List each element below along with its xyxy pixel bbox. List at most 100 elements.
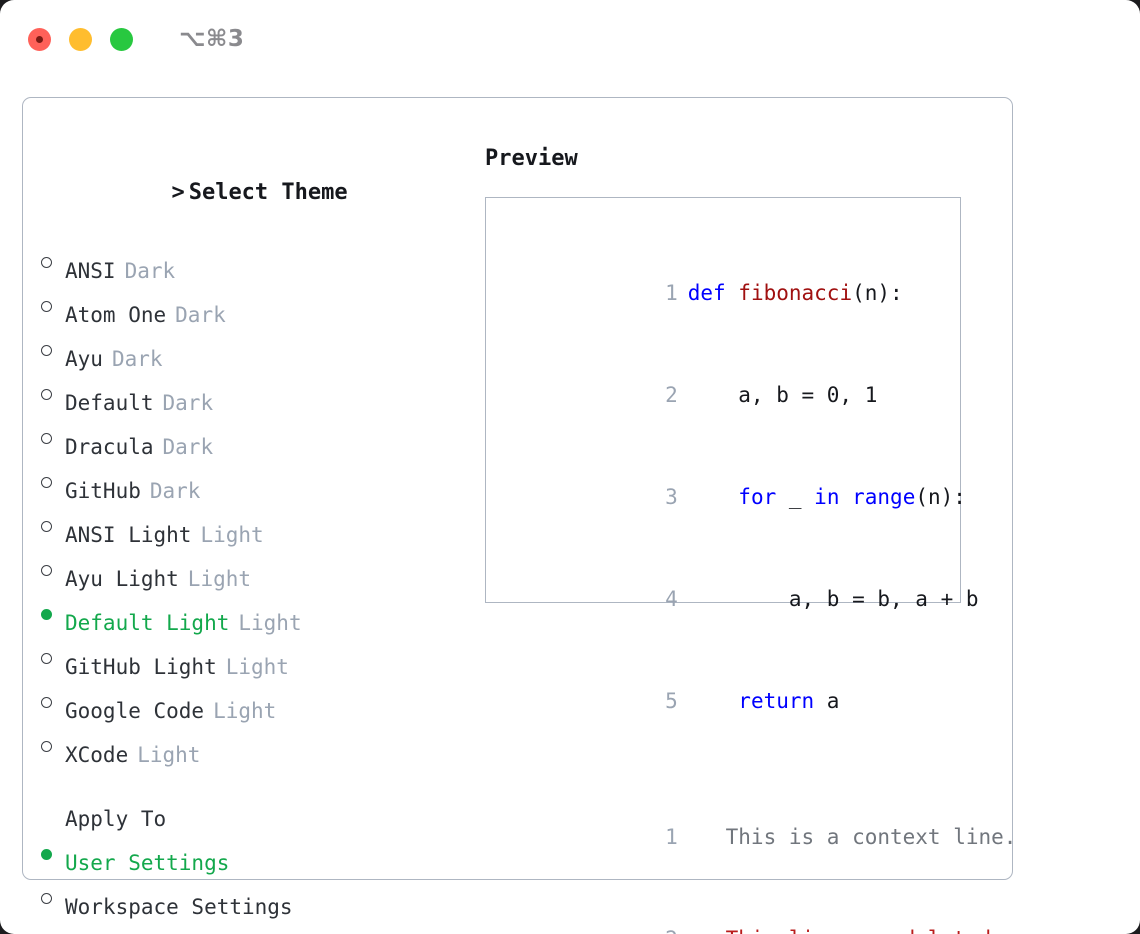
code-token-plain [688, 689, 739, 713]
apply-to-label: Apply To [65, 807, 167, 831]
code-token-plain: (n): [915, 485, 966, 509]
theme-option-default-dark[interactable]: Default Dark [39, 376, 485, 420]
diff-line-context: 1 This is a context line. [502, 786, 1016, 888]
radio-icon[interactable] [39, 508, 65, 542]
code-token-keyword: in [814, 485, 840, 509]
radio-icon[interactable] [39, 728, 65, 762]
theme-name: Ayu [65, 347, 103, 371]
theme-category: Dark [149, 479, 201, 503]
theme-category: Dark [175, 303, 226, 327]
code-token-plain [839, 485, 852, 509]
traffic-lights [28, 27, 133, 51]
radio-icon[interactable] [39, 880, 65, 914]
line-number: 4 [665, 587, 678, 611]
code-token-keyword: return [738, 689, 815, 713]
apply-to-option-label: Workspace Settings [65, 895, 293, 919]
code-token-plain: a, b = b, a + b [687, 587, 979, 611]
code-line: 4 a, b = b, a + b [502, 548, 978, 650]
theme-category: Light [200, 523, 264, 547]
theme-name: XCode [65, 743, 129, 767]
theme-option-ansi-light[interactable]: ANSI Light Light [39, 508, 485, 552]
code-line: 5 return a [502, 650, 960, 752]
theme-category: Dark [162, 391, 214, 415]
code-token-keyword: for [738, 485, 777, 509]
theme-selector-panel: >Select Theme ANSI Dark Atom One Dark Ay… [22, 97, 1016, 934]
theme-category: Dark [162, 435, 214, 459]
theme-option-github-light[interactable]: GitHub Light Light [39, 640, 485, 684]
code-token-keyword: def [687, 281, 739, 305]
radio-icon-selected[interactable] [39, 836, 65, 870]
radio-icon-selected[interactable] [39, 596, 65, 630]
preview-gap [502, 752, 960, 786]
theme-option-default-light[interactable]: Default Light Light [39, 596, 485, 640]
theme-category: Light [213, 699, 277, 723]
code-line: 2 a, b = 0, 1 [502, 344, 960, 446]
theme-option-github-dark[interactable]: GitHub Dark [39, 464, 485, 508]
theme-option-ayu-light[interactable]: Ayu Light Light [39, 552, 485, 596]
code-line: 3 for _ in range(n): [502, 446, 966, 548]
theme-option-xcode[interactable]: XCode Light [39, 728, 485, 772]
theme-category: Dark [111, 347, 163, 371]
theme-category: Light [238, 611, 302, 635]
theme-category: Light [225, 655, 289, 679]
theme-option-ayu-dark[interactable]: Ayu Dark [39, 332, 485, 376]
theme-option-ansi-dark[interactable]: ANSI Dark [39, 244, 485, 288]
code-token-plain: a [814, 689, 840, 713]
radio-icon[interactable] [39, 552, 65, 586]
theme-name: Default [65, 391, 154, 415]
theme-name: Dracula [65, 435, 154, 459]
prompt-caret-icon: > [171, 180, 185, 205]
diff-line-deleted: 2 - This line was deleted. [502, 888, 1004, 934]
theme-option-dracula-dark[interactable]: Dracula Dark [39, 420, 485, 464]
code-token-plain [688, 485, 739, 509]
code-token-function: fibonacci [738, 281, 853, 305]
apply-to-option-label: User Settings [65, 851, 230, 875]
keyboard-shortcut-label: ⌥⌘3 [179, 26, 245, 52]
theme-name: GitHub Light [65, 655, 217, 679]
theme-option-atom-one-dark[interactable]: Atom One Dark [39, 288, 485, 332]
list-spacer [39, 772, 485, 802]
maximize-window-button[interactable] [110, 27, 133, 51]
apply-to-user-settings[interactable]: User Settings [39, 836, 485, 880]
line-number: 1 [665, 825, 678, 849]
page-title-text: Select Theme [188, 180, 348, 205]
theme-name: Atom One [65, 303, 167, 327]
radio-icon[interactable] [39, 420, 65, 454]
theme-category: Dark [124, 259, 176, 283]
theme-name: GitHub [65, 479, 141, 503]
line-number: 5 [665, 689, 678, 713]
theme-option-google-code[interactable]: Google Code Light [39, 684, 485, 728]
code-token-plain: a, b = 0, 1 [687, 383, 878, 407]
theme-category: Light [137, 743, 201, 767]
theme-category: Light [187, 567, 252, 591]
minimize-window-button[interactable] [69, 27, 92, 51]
theme-name: Google Code [65, 699, 205, 723]
diff-text: This is a context line. [687, 825, 1017, 849]
theme-list-column: >Select Theme ANSI Dark Atom One Dark Ay… [23, 142, 485, 934]
code-token-builtin: range [852, 485, 916, 509]
theme-name: Ayu Light [65, 567, 179, 591]
close-window-button[interactable] [28, 27, 51, 51]
line-number: 2 [665, 383, 678, 407]
radio-icon[interactable] [39, 244, 65, 278]
radio-icon[interactable] [39, 376, 65, 410]
radio-icon[interactable] [39, 332, 65, 366]
radio-icon[interactable] [39, 640, 65, 674]
radio-icon[interactable] [39, 684, 65, 718]
page-title: >Select Theme [39, 142, 485, 244]
line-number: 1 [665, 281, 678, 305]
apply-to-workspace-settings[interactable]: Workspace Settings [39, 880, 485, 924]
radio-icon[interactable] [39, 464, 65, 498]
preview-title: Preview [485, 146, 578, 171]
theme-name: Default Light [65, 611, 230, 635]
theme-name: ANSI Light [65, 523, 192, 547]
code-token-plain: (n): [852, 281, 903, 305]
line-number: 2 [654, 922, 678, 934]
diff-text: - This line was deleted. [688, 927, 1003, 934]
radio-icon[interactable] [39, 288, 65, 322]
title-bar: ⌥⌘3 [0, 0, 1140, 78]
code-line: 1 def fibonacci(n): [502, 242, 960, 344]
